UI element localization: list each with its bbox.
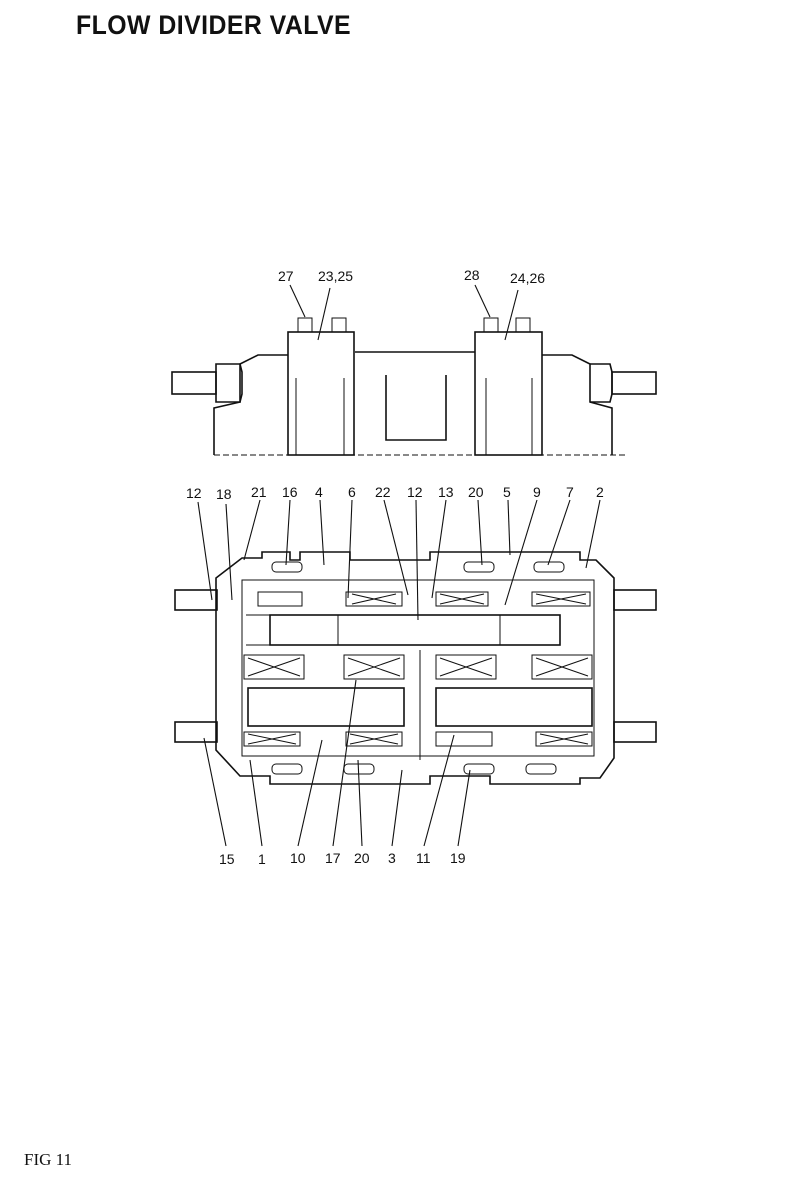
callout-5: 5	[503, 484, 511, 500]
left-shaft-stub	[171, 371, 217, 395]
callout-27: 27	[278, 268, 294, 284]
callout-23-25: 23,25	[318, 268, 353, 284]
callout-7: 7	[566, 484, 574, 500]
left-screw-head-a	[297, 317, 313, 333]
body-left-edge	[213, 354, 288, 455]
callout-19: 19	[450, 850, 466, 866]
top-view: 27 23,25 28 24,26	[171, 267, 657, 456]
body-right-edge	[542, 354, 613, 455]
right-gear-body	[435, 687, 593, 727]
callout-9: 9	[533, 484, 541, 500]
callout-6: 6	[348, 484, 356, 500]
callout-16: 16	[282, 484, 298, 500]
callout-22: 22	[375, 484, 391, 500]
lower-left-shaft	[174, 721, 218, 743]
left-hex-nut	[215, 363, 243, 403]
callout-1: 1	[258, 851, 266, 867]
callout-28: 28	[464, 267, 480, 283]
lower-bearings	[243, 731, 593, 747]
figure-label: FIG 11	[24, 1150, 73, 1169]
callout-3: 3	[388, 850, 396, 866]
bottom-leaders	[203, 679, 471, 847]
callout-15: 15	[219, 851, 235, 867]
upper-left-shaft	[174, 589, 218, 611]
center-window	[385, 375, 447, 441]
callout-12-a: 12	[186, 485, 202, 501]
page-title: FLOW DIVIDER VALVE	[76, 10, 352, 40]
center-shaft	[269, 614, 561, 646]
callout-12-b: 12	[407, 484, 423, 500]
callout-20-a: 20	[468, 484, 484, 500]
right-solenoid-block	[474, 331, 543, 456]
left-solenoid-block	[287, 331, 355, 456]
section-view: 12 18 21 16 4 6 22 12 13 20 5 9 7 2 15 1…	[174, 484, 657, 867]
inner-bore	[241, 579, 595, 757]
left-screw-head-b	[331, 317, 347, 333]
callout-24-26: 24,26	[510, 270, 545, 286]
right-hex-nut	[590, 363, 613, 403]
upper-right-shaft	[613, 589, 657, 611]
top-leaders	[197, 499, 601, 621]
callout-11: 11	[416, 850, 431, 866]
right-screw-head-a	[483, 317, 499, 333]
lower-right-shaft	[613, 721, 657, 743]
callout-18: 18	[216, 486, 232, 502]
middle-bearings	[243, 654, 593, 680]
callout-13: 13	[438, 484, 454, 500]
right-shaft-stub	[611, 371, 657, 395]
callout-20-b: 20	[354, 850, 370, 866]
callout-21: 21	[251, 484, 267, 500]
callout-4: 4	[315, 484, 323, 500]
right-screw-head-b	[515, 317, 531, 333]
callout-17: 17	[325, 850, 341, 866]
callout-10: 10	[290, 850, 306, 866]
callout-2: 2	[596, 484, 604, 500]
housing-outline	[215, 551, 615, 785]
left-gear-body	[247, 687, 405, 727]
upper-bearings	[257, 591, 591, 607]
